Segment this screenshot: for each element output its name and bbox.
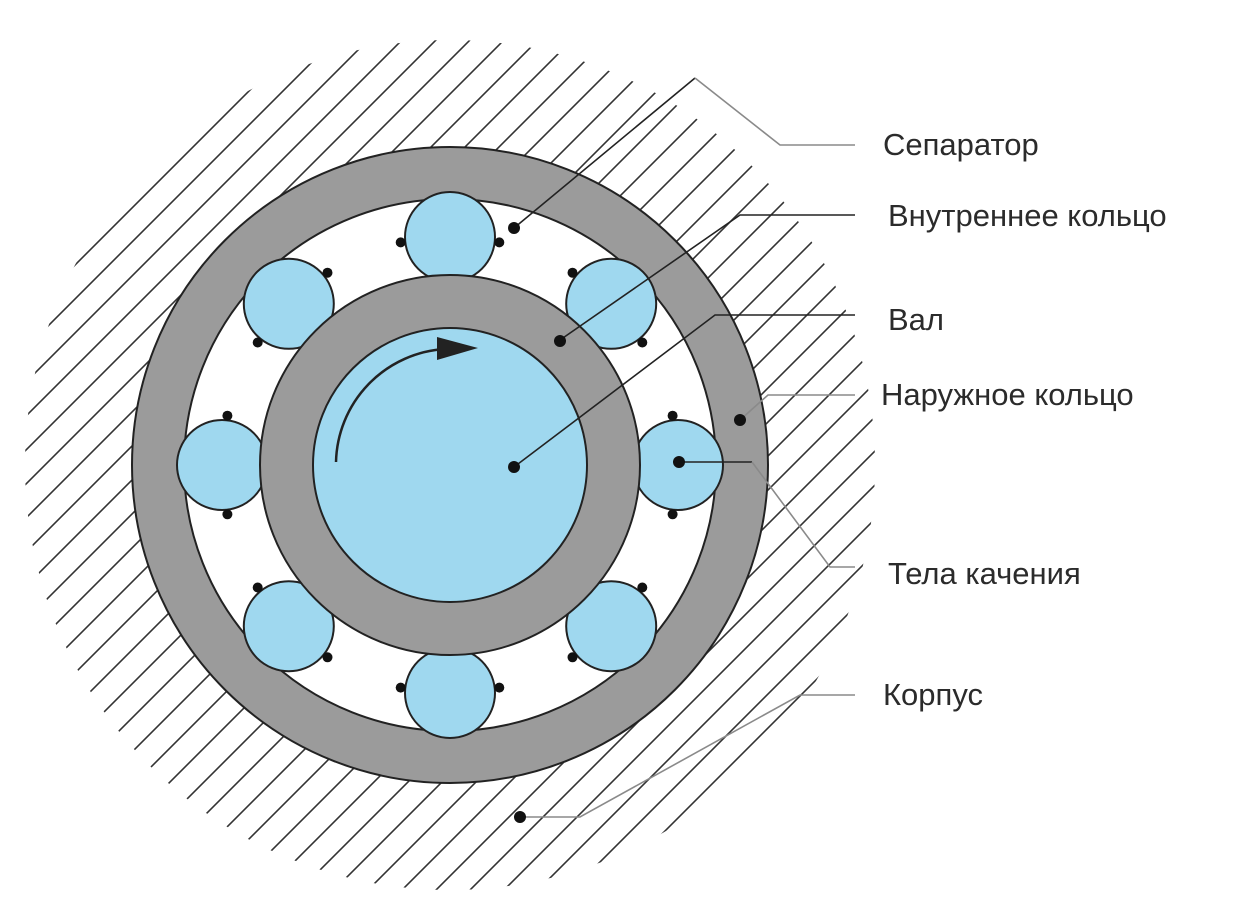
rolling-element-ball — [565, 580, 658, 673]
hatch-line — [25, 40, 103, 890]
leader-shaft — [513, 314, 855, 468]
dot-rolling-elements — [673, 456, 685, 468]
hatch-line — [25, 40, 511, 890]
dot-outer-ring — [734, 414, 746, 426]
separator-dot — [252, 337, 263, 348]
label-housing: Корпус — [883, 677, 983, 712]
rotation-arrow-head — [437, 337, 478, 360]
leader-lines — [513, 77, 855, 818]
separator-dot — [322, 267, 333, 278]
label-outer-ring: Наружное кольцо — [881, 377, 1134, 412]
hatch-line — [25, 40, 137, 890]
rolling-element-ball — [242, 257, 335, 350]
hatch-line — [25, 40, 443, 890]
leader-rolling-elements-tail — [751, 461, 855, 568]
hatch-line — [25, 40, 35, 890]
separator-dots-group — [222, 237, 678, 693]
hatch-line — [25, 40, 545, 890]
hatch-line — [25, 40, 341, 890]
separator-dot — [395, 237, 406, 248]
leader-outer-ring — [739, 394, 855, 421]
dot-shaft — [508, 461, 520, 473]
dot-housing — [514, 811, 526, 823]
separator-dot — [637, 337, 648, 348]
rolling-element-ball — [404, 191, 496, 283]
label-separator: Сепаратор — [883, 127, 1039, 162]
hatch-line — [1004, 0, 1241, 900]
separator-dot — [494, 682, 505, 693]
leader-separator — [513, 77, 696, 229]
leader-separator-tail — [694, 77, 855, 146]
separator-dot — [222, 410, 233, 421]
hatch-line — [1038, 0, 1241, 900]
hatch-line — [1208, 0, 1241, 900]
hatch-line — [459, 40, 875, 890]
separator-dot — [567, 267, 578, 278]
hatch-line — [25, 40, 375, 890]
separator-dot — [395, 682, 406, 693]
hatch-line — [493, 40, 875, 890]
label-inner-ring: Внутреннее кольцо — [888, 198, 1167, 233]
hatch-line — [595, 40, 875, 890]
hatch-line — [25, 40, 69, 890]
label-shaft: Вал — [888, 302, 944, 337]
leader-inner-ring — [559, 214, 855, 341]
separator-dot — [252, 582, 263, 593]
rolling-element-ball — [404, 647, 496, 739]
separator-dot — [667, 410, 678, 421]
separator-dot — [567, 652, 578, 663]
hatch-line — [527, 40, 875, 890]
separator-dot — [322, 652, 333, 663]
leader-housing — [520, 694, 855, 818]
separator-dot — [494, 237, 505, 248]
hatch-line — [1072, 0, 1241, 900]
hatch-line — [25, 40, 409, 890]
label-rolling-elements: Тела качения — [888, 556, 1081, 591]
hatch-line — [561, 40, 875, 890]
dot-inner-ring — [554, 335, 566, 347]
hatch-line — [25, 40, 477, 890]
rotation-arc — [334, 347, 446, 463]
separator-dot — [222, 509, 233, 520]
hatch-line — [1174, 0, 1241, 900]
rolling-element-ball — [242, 580, 335, 673]
dot-separator — [508, 222, 520, 234]
separator-dot — [637, 582, 648, 593]
leader-dots — [508, 222, 746, 823]
rolling-element-ball — [176, 419, 268, 511]
hatch-line — [1106, 0, 1241, 900]
separator-dot — [667, 509, 678, 520]
hatch-line — [1140, 0, 1241, 900]
